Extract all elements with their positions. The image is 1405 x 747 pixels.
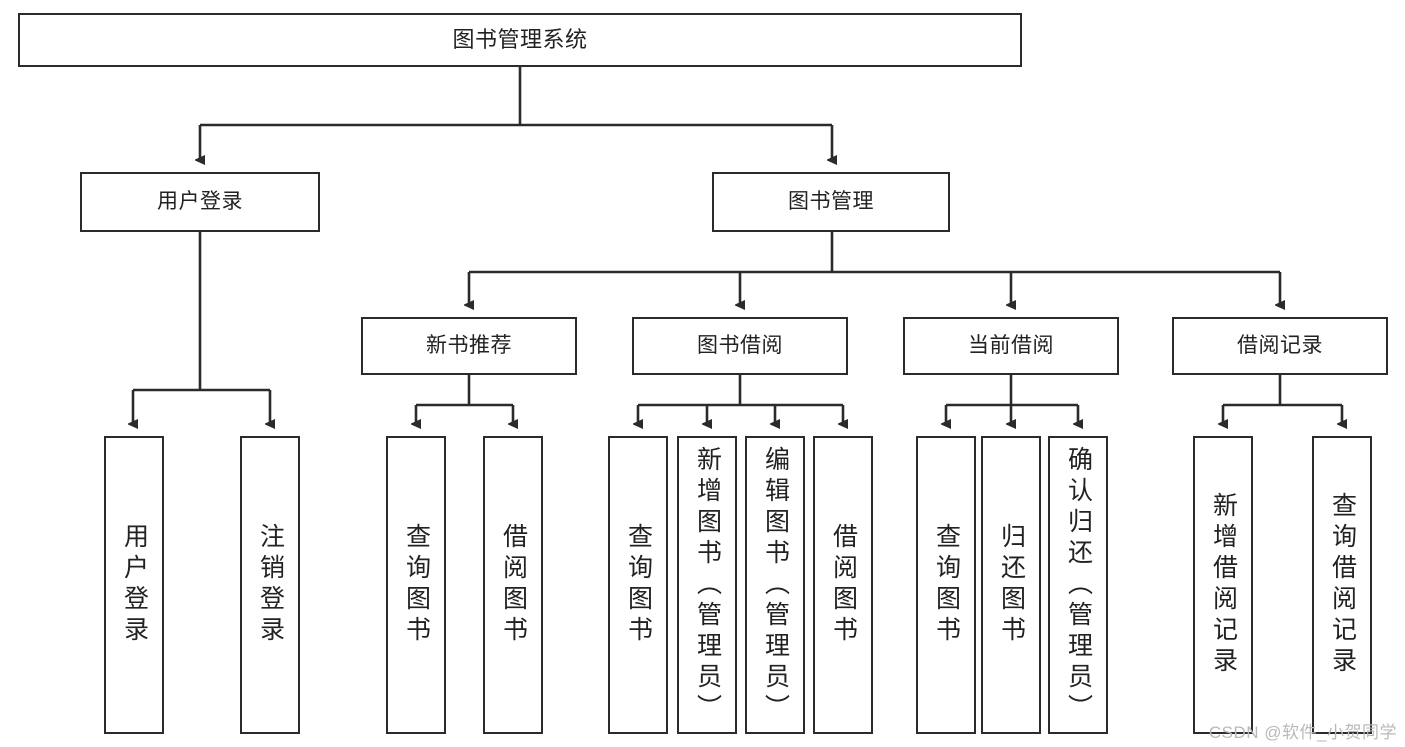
node-label: 借阅图书 [829,523,858,647]
node-label: 图书管理系统 [452,27,588,53]
leaf-current-borrow-query[interactable]: 查询图书 [916,436,976,734]
node-label: 用户登录 [120,523,149,647]
node-new-book-recommend[interactable]: 新书推荐 [361,317,577,375]
node-label: 借阅图书 [499,523,528,647]
leaf-user-login-logout[interactable]: 注销登录 [240,436,300,734]
node-book-borrow[interactable]: 图书借阅 [632,317,848,375]
node-label: 归还图书 [997,523,1026,647]
node-label: 注销登录 [256,523,285,647]
node-label: 用户登录 [157,189,243,213]
leaf-book-borrow-add[interactable]: 新增图书（管理员） [677,436,737,734]
leaf-book-borrow-query[interactable]: 查询图书 [608,436,668,734]
node-borrow-record[interactable]: 借阅记录 [1172,317,1388,375]
node-label: 图书借阅 [697,333,783,357]
node-label: 查询图书 [402,523,431,647]
watermark: CSDN @软件_小贺同学 [1208,723,1397,742]
leaf-book-borrow-edit[interactable]: 编辑图书（管理员） [745,436,805,734]
node-root-system[interactable]: 图书管理系统 [18,13,1022,67]
node-label: 查询图书 [624,523,653,647]
node-book-management[interactable]: 图书管理 [712,172,950,232]
node-label: 编辑图书（管理员） [761,445,790,725]
node-label: 查询借阅记录 [1328,492,1357,678]
node-user-login[interactable]: 用户登录 [80,172,320,232]
node-label: 确认归还（管理员） [1064,445,1093,725]
node-label: 图书管理 [788,189,874,213]
leaf-user-login-login[interactable]: 用户登录 [104,436,164,734]
leaf-borrow-record-query[interactable]: 查询借阅记录 [1312,436,1372,734]
leaf-new-book-borrow[interactable]: 借阅图书 [483,436,543,734]
leaf-current-borrow-confirm-return[interactable]: 确认归还（管理员） [1048,436,1108,734]
node-label: 借阅记录 [1237,333,1323,357]
node-label: 新增图书（管理员） [693,445,722,725]
leaf-current-borrow-return[interactable]: 归还图书 [981,436,1041,734]
node-label: 查询图书 [932,523,961,647]
leaf-book-borrow-borrow[interactable]: 借阅图书 [813,436,873,734]
leaf-new-book-query[interactable]: 查询图书 [386,436,446,734]
node-label: 当前借阅 [968,333,1054,357]
node-label: 新书推荐 [426,333,512,357]
node-current-borrow[interactable]: 当前借阅 [903,317,1119,375]
leaf-borrow-record-add[interactable]: 新增借阅记录 [1193,436,1253,734]
node-label: 新增借阅记录 [1209,492,1238,678]
